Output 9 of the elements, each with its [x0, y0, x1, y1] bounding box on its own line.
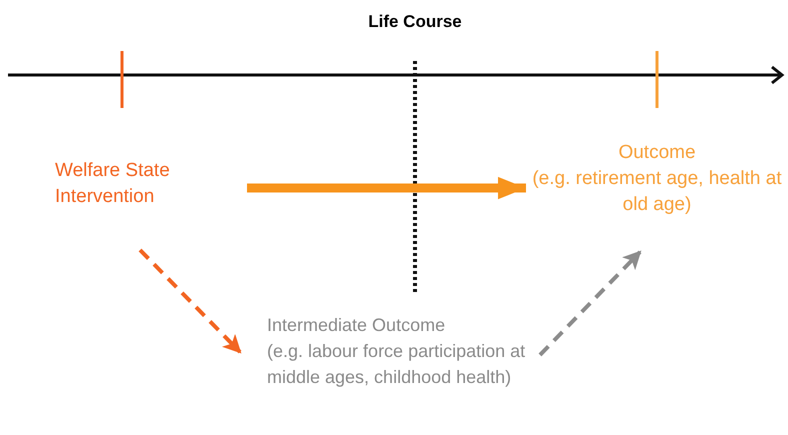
description: (e.g. labour force participation at middle ages, childhood health) [267, 340, 526, 389]
diagram-title: Life Course [367, 12, 463, 32]
dashed-arrow [538, 250, 642, 356]
heading: Intermediate Outcome [267, 314, 446, 337]
node-label: Welfare State Intervention [55, 159, 171, 209]
thick-arrow [247, 176, 526, 200]
heading: Outcome [617, 141, 697, 165]
description: (e.g. retirement age, health at old age) [531, 167, 783, 217]
dashed-arrow [138, 248, 242, 354]
